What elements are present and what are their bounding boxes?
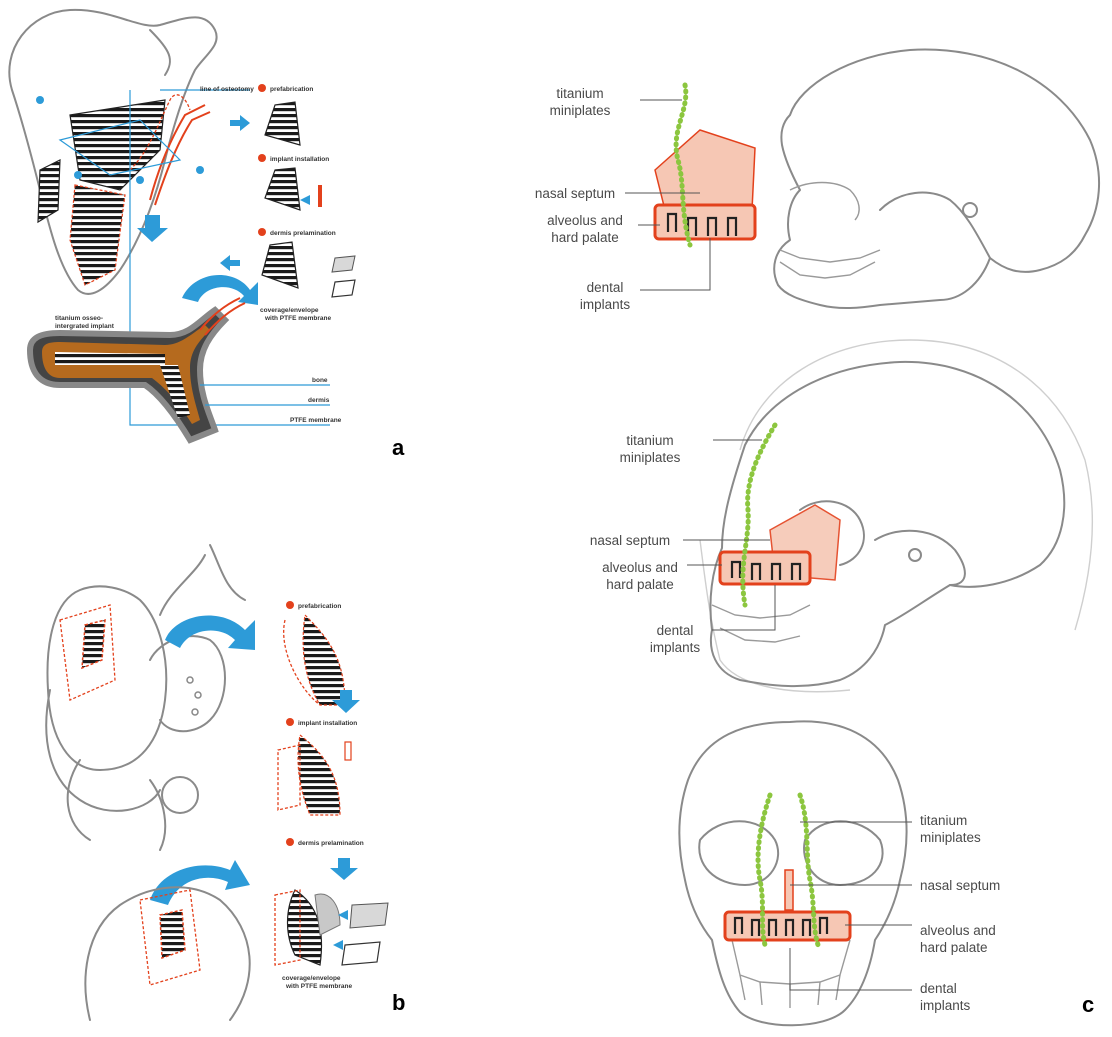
down-arrow-icon (330, 858, 358, 880)
panel-letter-c: c (1082, 992, 1094, 1017)
left-arrow-icon (220, 255, 240, 271)
label-dermis: dermis (308, 397, 330, 404)
panel-letter-b: b (392, 990, 405, 1015)
panel-c-lateral: titanium miniplates nasal septum alveolu… (535, 50, 1099, 312)
label-coverage-a: coverage/envelope (260, 307, 319, 314)
label-palate-frontal: hard palate (920, 940, 988, 955)
panel-b: prefabrication implant installation derm… (46, 545, 405, 1020)
label-dental-frontal: dental (920, 981, 957, 996)
right-arrow-icon (230, 115, 250, 131)
label-coverage-b: coverage/envelope (282, 975, 341, 982)
label-septum-frontal: nasal septum (920, 878, 1000, 893)
rotate-arrow-icon (150, 860, 250, 905)
label-prefabrication-b: prefabrication (298, 603, 341, 610)
label-alveolus-frontal: alveolus and (920, 923, 996, 938)
alveolus-block (655, 205, 755, 239)
skull-oblique-outline (710, 362, 1064, 686)
label-titanium-a: titanium osseo- (55, 315, 103, 322)
label-dental-oblique: dental (657, 623, 694, 638)
label-titanium-oblique: titanium (626, 433, 673, 448)
label-palate-lateral: hard palate (551, 230, 619, 245)
label-titanium2-a: intergrated implant (55, 323, 115, 330)
label-coverage2-a: with PTFE membrane (264, 315, 331, 322)
rotate-arrow-icon (182, 275, 258, 305)
label-line-of-osteotomy: line of osteotomy (200, 86, 254, 93)
label-implant-installation-a: implant installation (270, 156, 329, 163)
label-septum-lateral: nasal septum (535, 186, 615, 201)
panel-a: prefabrication line of osteotomy implant… (9, 10, 405, 460)
nasal-septum-shape (655, 130, 755, 210)
label-miniplates-oblique: miniplates (620, 450, 681, 465)
panel-letter-a: a (392, 435, 405, 460)
panel-c-frontal: titanium miniplates nasal septum alveolu… (679, 721, 1094, 1025)
label-alveolus-oblique: alveolus and (602, 560, 678, 575)
label-dermis-prelamination-a: dermis prelamination (270, 230, 336, 237)
label-implants-oblique: implants (650, 640, 701, 655)
label-bone: bone (312, 377, 328, 384)
label-palate-oblique: hard palate (606, 577, 674, 592)
down-arrow-icon (137, 215, 168, 242)
label-septum-oblique: nasal septum (590, 533, 670, 548)
panel-c-oblique: titanium miniplates nasal septum alveolu… (590, 340, 1093, 692)
label-alveolus-lateral: alveolus and (547, 213, 623, 228)
skull-lateral-outline (774, 50, 1099, 309)
label-dermis-prelamination-b: dermis prelamination (298, 840, 364, 847)
pelvis-outline (47, 586, 166, 770)
label-titanium-lateral: titanium (556, 86, 603, 101)
label-miniplates-lateral: miniplates (550, 103, 611, 118)
label-ptfe: PTFE membrane (290, 417, 342, 424)
label-implants-lateral: implants (580, 297, 631, 312)
label-miniplates-frontal: miniplates (920, 830, 981, 845)
label-prefabrication-a: prefabrication (270, 86, 313, 93)
label-implants-frontal: implants (920, 998, 971, 1013)
rotate-arrow-icon (165, 616, 255, 650)
label-titanium-frontal: titanium (920, 813, 967, 828)
label-dental-lateral: dental (587, 280, 624, 295)
hatched-bone-block (70, 100, 165, 190)
label-coverage2-b: with PTFE membrane (285, 983, 352, 990)
label-implant-installation-b: implant installation (298, 720, 357, 727)
